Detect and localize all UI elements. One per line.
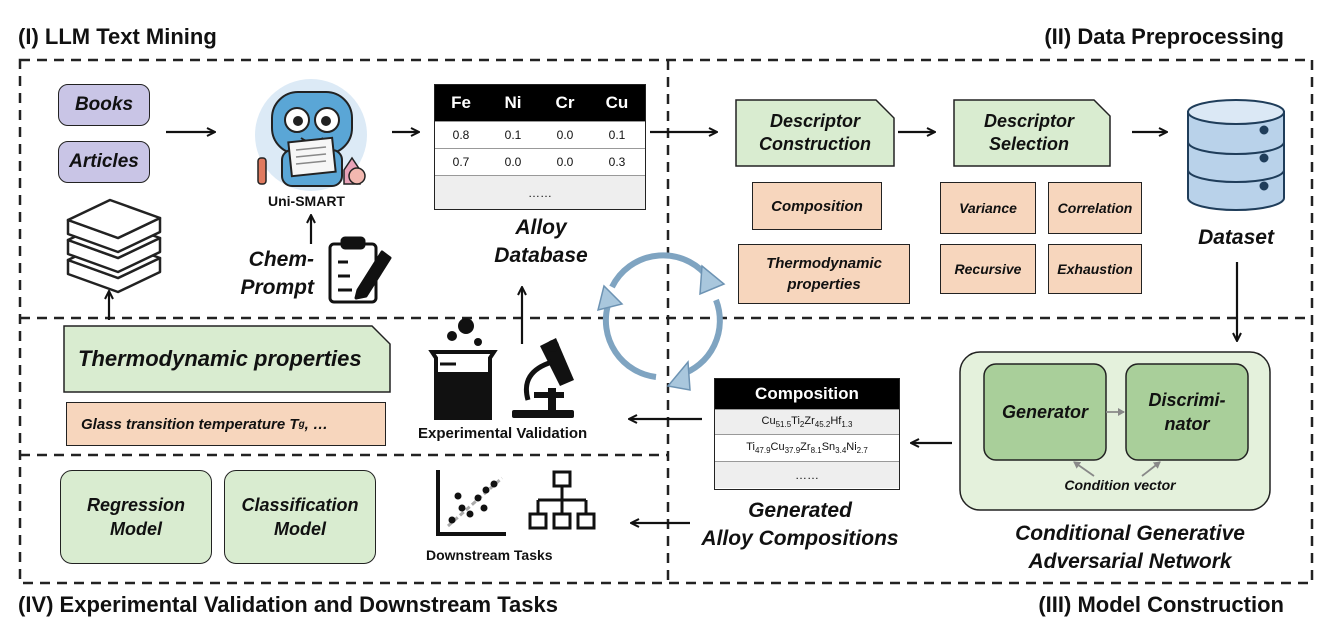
generated-table-header: Composition: [715, 379, 899, 409]
table-cell: 0.3: [608, 155, 626, 169]
classification-model-box: Classification Model: [224, 470, 376, 564]
regression-model-box: Regression Model: [60, 470, 212, 564]
hierarchy-icon: [528, 470, 596, 530]
downstream-tasks-label: Downstream Tasks: [426, 547, 553, 563]
descriptor-construction-line-1: Descriptor: [769, 111, 861, 131]
discriminator-line-1: Discrimi-: [1148, 390, 1226, 410]
generator-block: Generator: [1001, 401, 1089, 422]
table-cell: 0.1: [504, 128, 522, 142]
table-cell: 0.0: [504, 155, 522, 169]
database-icon: [1187, 99, 1285, 211]
cycle-arrows: [602, 252, 723, 380]
table-cell: 0.0: [556, 155, 574, 169]
alloy-database-caption: Alloy Database: [466, 214, 616, 270]
alloy-col-cr: Cr: [555, 93, 575, 112]
cgan-line-1: Conditional Generative: [1015, 522, 1245, 545]
articles-pill: Articles: [58, 141, 150, 183]
alloy-caption-line-1: Alloy: [515, 216, 567, 239]
regression-line-2: Model: [110, 519, 162, 539]
generated-caption-line-2: Alloy Compositions: [701, 527, 899, 550]
experimental-validation-label: Experimental Validation: [418, 425, 588, 442]
recursive-box: Recursive: [940, 244, 1036, 294]
discriminator-line-2: nator: [1164, 414, 1210, 434]
table-row: 0.8 0.1 0.0 0.1: [435, 121, 645, 148]
descriptor-construction-box: Descriptor Construction: [736, 100, 894, 166]
alloy-col-fe: Fe: [451, 93, 471, 112]
composition-box: Composition: [752, 182, 882, 230]
chem-prompt-label: Chem- Prompt: [228, 246, 315, 302]
descriptor-selection-line-2: Selection: [988, 134, 1070, 154]
cycle-arrowheads: [596, 264, 726, 391]
beaker-icon: [428, 318, 498, 420]
glass-transition-subscript: g: [298, 418, 305, 430]
alloy-col-ni: Ni: [504, 93, 522, 112]
dataset-caption: Dataset: [1198, 226, 1274, 249]
alloy-caption-line-2: Database: [494, 244, 588, 267]
correlation-box: Correlation: [1048, 182, 1142, 234]
table-cell: 0.7: [452, 155, 470, 169]
variance-box: Variance: [940, 182, 1036, 234]
thermodynamic-properties-box: Thermodynamic properties: [738, 244, 910, 304]
dashed-panels: [18, 58, 1314, 585]
books-stack-icon: [66, 198, 162, 294]
classification-line-1: Classification: [241, 495, 359, 515]
descriptor-selection-line-1: Descriptor: [983, 111, 1075, 131]
cgan-line-2: Adversarial Network: [1028, 550, 1232, 573]
chem-prompt-line-1: Chem-: [248, 248, 314, 271]
classification-line-2: Model: [274, 519, 326, 539]
table-row: Ti47.9Cu37.9Zr8.1Sn3.4Ni2.7: [715, 434, 899, 461]
table-ellipsis-row: ……: [715, 461, 899, 488]
alloy-col-cu: Cu: [605, 93, 629, 112]
section-title-model-construction: (III) Model Construction: [1038, 592, 1284, 617]
table-ellipsis-row: ……: [435, 175, 645, 209]
descriptor-box-shapes: [63, 99, 1111, 393]
descriptor-selection-box: Descriptor Selection: [954, 100, 1104, 166]
chem-prompt-line-2: Prompt: [240, 276, 315, 299]
condition-vector-label: Condition vector: [1064, 477, 1176, 493]
exhaustion-box: Exhaustion: [1048, 244, 1142, 294]
section-title-llm-text-mining: (I) LLM Text Mining: [18, 24, 217, 49]
books-pill: Books: [58, 84, 150, 126]
regression-line-1: Regression: [86, 495, 186, 515]
generated-caption-line-1: Generated: [748, 499, 852, 522]
cgan-shapes: [959, 351, 1271, 511]
composition-formula-1: Cu51.5Ti2Zr45.2Hf1.3: [761, 414, 853, 430]
microscope-icon: [512, 338, 574, 418]
descriptor-construction-line-2: Construction: [759, 134, 871, 154]
table-row: Cu51.5Ti2Zr45.2Hf1.3: [715, 409, 899, 434]
section-title-experimental-validation: (IV) Experimental Validation and Downstr…: [18, 592, 558, 617]
composition-formula-2: Ti47.9Cu37.9Zr8.1Sn3.4Ni2.7: [746, 440, 868, 456]
cgan-caption: Conditional Generative Adversarial Netwo…: [970, 520, 1290, 576]
table-cell: 0.8: [452, 128, 470, 142]
flow-arrows: [109, 132, 1237, 523]
robot-icon: [255, 79, 367, 191]
thermo-line-2: properties: [787, 276, 861, 293]
glass-transition-prefix: Glass transition temperature T: [81, 415, 299, 433]
thermo-line-1: Thermodynamic: [766, 255, 882, 272]
discriminator-block: Discrimi- nator: [1126, 364, 1248, 460]
section-title-data-preprocessing: (II) Data Preprocessing: [1044, 24, 1284, 49]
alloy-table-header: Fe Ni Cr Cu: [435, 85, 645, 121]
unismart-label: Uni-SMART: [268, 193, 345, 209]
table-row: 0.7 0.0 0.0 0.3: [435, 148, 645, 175]
generated-compositions-caption: Generated Alloy Compositions: [680, 497, 920, 553]
alloy-database-table: Fe Ni Cr Cu 0.8 0.1 0.0 0.1 0.7 0.0 0.0 …: [434, 84, 646, 210]
generated-composition-table: Composition Cu51.5Ti2Zr45.2Hf1.3 Ti47.9C…: [714, 378, 900, 490]
scatter-plot-icon: [436, 470, 506, 536]
table-cell: 0.1: [608, 128, 626, 142]
table-cell: 0.0: [556, 128, 574, 142]
glass-transition-suffix: , …: [304, 415, 329, 433]
cgan-gray-arrows: [1073, 408, 1161, 477]
clipboard-icon: [328, 236, 392, 304]
thermodynamic-properties-banner: Thermodynamic properties: [78, 346, 362, 371]
